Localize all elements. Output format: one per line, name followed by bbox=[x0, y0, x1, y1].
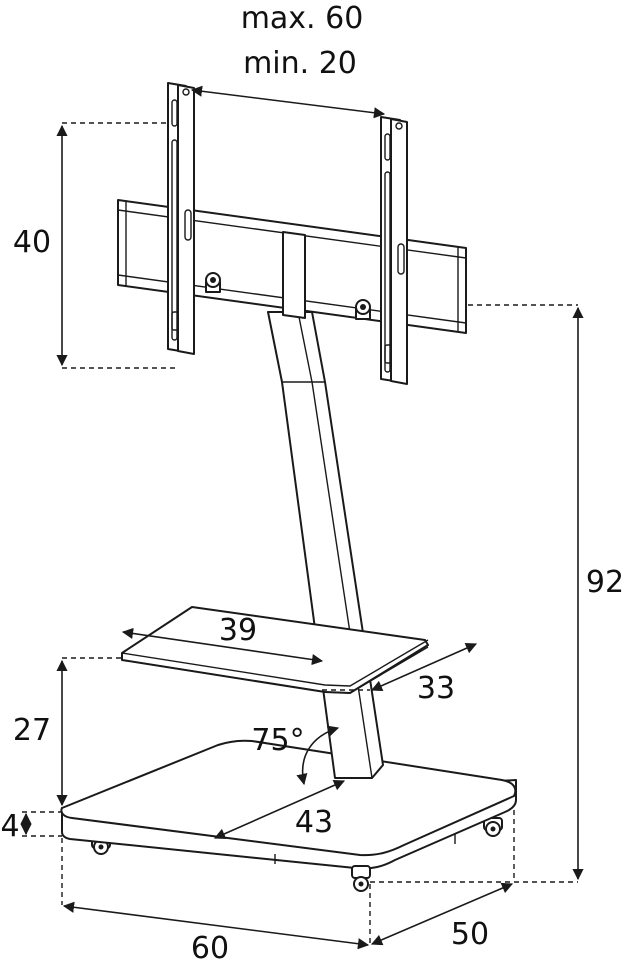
label-shelf-width: 39 bbox=[219, 613, 257, 648]
mount-knob-icon bbox=[205, 272, 221, 293]
angle-arc bbox=[296, 725, 340, 786]
support-column bbox=[267, 311, 384, 779]
label-base-width: 60 bbox=[191, 931, 229, 966]
label-base-depth: 50 bbox=[451, 917, 489, 952]
mount-knob-icon bbox=[355, 299, 371, 320]
label-total-height: 92 bbox=[586, 565, 624, 600]
label-angle: 75° bbox=[251, 723, 304, 758]
dim-line-base-width bbox=[62, 901, 370, 950]
caster-wheel-icon bbox=[351, 865, 371, 892]
glass-shelf bbox=[121, 606, 429, 694]
label-width-min: min. 20 bbox=[243, 46, 357, 81]
base-plate bbox=[60, 739, 517, 892]
dim-line-base-depth bbox=[370, 882, 514, 946]
dim-line-shelf-depth bbox=[370, 642, 478, 692]
label-vesa-height: 40 bbox=[13, 225, 51, 260]
label-base-thickness: 4 bbox=[0, 809, 19, 844]
dim-line-shelf-width bbox=[121, 627, 324, 666]
wall-mount-frame bbox=[117, 82, 467, 385]
label-width-max: max. 60 bbox=[241, 1, 364, 36]
label-shelf-height: 27 bbox=[13, 713, 51, 748]
label-shelf-depth: 33 bbox=[417, 671, 455, 706]
dim-line-width bbox=[190, 85, 386, 119]
label-base-offset: 43 bbox=[295, 805, 333, 840]
dim-line-base-offset bbox=[213, 779, 346, 840]
